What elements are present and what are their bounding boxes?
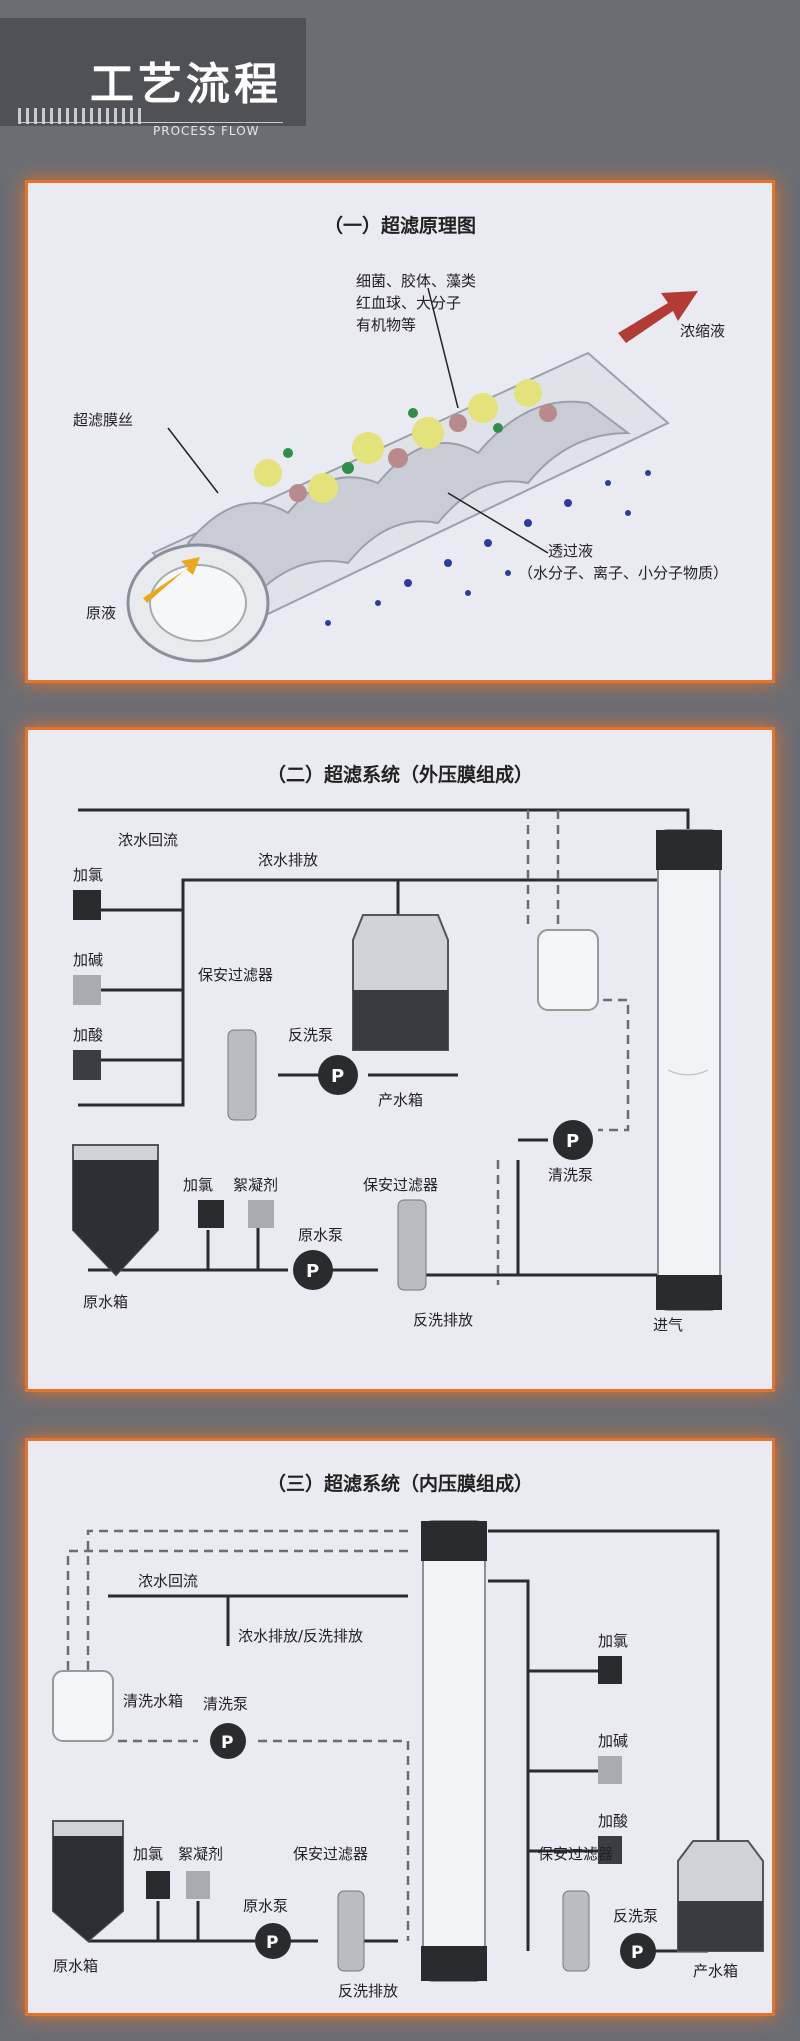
label-product-tank: 产水箱	[378, 1091, 423, 1109]
label-drain: 浓水排放/反洗排放	[238, 1627, 363, 1645]
svg-text:P: P	[331, 1066, 344, 1087]
label-product-tank-2: 产水箱	[693, 1962, 738, 1980]
label-bacteria-1: 细菌、胶体、藻类	[356, 272, 476, 290]
panel-internal-title: （三）超滤系统（内压膜组成）	[266, 1473, 533, 1495]
label-concentrate: 浓缩液	[680, 322, 725, 340]
label-air-in: 进气	[653, 1316, 683, 1334]
external-system-diagram: P P P 浓水回流 浓水排放 加氯 加碱 加酸 保安过滤器 反洗泵 产水箱 原…	[72, 808, 722, 1334]
label-concentrate-drain: 浓水排放	[258, 851, 318, 869]
label-backwash-pump-2: 反洗泵	[613, 1907, 658, 1925]
label-alkali-right: 加碱	[598, 1732, 628, 1750]
label-alkali: 加碱	[73, 951, 103, 969]
clean-water-tank	[52, 1670, 114, 1742]
label-clean-pump-2: 清洗泵	[203, 1695, 248, 1713]
label-security-filter-3: 保安过滤器	[293, 1845, 368, 1863]
label-permeate-2: （水分子、离子、小分子物质）	[518, 564, 728, 582]
label-acid: 加酸	[73, 1026, 103, 1044]
label-clean-pump: 清洗泵	[548, 1166, 593, 1184]
flocculant-box	[248, 1200, 274, 1228]
clean-pump	[553, 1120, 593, 1160]
label-acid-right: 加酸	[598, 1812, 628, 1830]
header-banner: 工艺流程 PROCESS FLOW	[0, 18, 306, 138]
membrane-column	[656, 829, 722, 1311]
label-concentrate-return-2: 浓水回流	[138, 1572, 198, 1590]
product-tank-2	[677, 1840, 764, 1952]
alkali-box-right	[598, 1756, 622, 1784]
label-bacteria-3: 有机物等	[356, 316, 416, 334]
header-divider	[18, 122, 283, 123]
acid-box	[73, 1050, 101, 1080]
label-chlorine: 加氯	[73, 866, 103, 884]
security-filter-2	[397, 1199, 427, 1291]
label-chlorine-right: 加氯	[598, 1632, 628, 1650]
label-bacteria-2: 红血球、大分子	[356, 294, 461, 312]
label-permeate-1: 透过液	[548, 542, 593, 560]
alkali-box	[73, 975, 101, 1005]
label-security-filter: 保安过滤器	[198, 966, 273, 984]
label-backwash-drain: 反洗排放	[413, 1311, 473, 1329]
security-filter-1	[227, 1029, 257, 1121]
panel-principle: （一）超滤原理图	[25, 180, 775, 683]
chlorine-box-right	[598, 1656, 622, 1684]
acid-box-right	[598, 1836, 622, 1864]
particles	[254, 379, 651, 626]
label-security-filter-2: 保安过滤器	[363, 1176, 438, 1194]
label-raw-tank-2: 原水箱	[53, 1957, 98, 1975]
label-backwash-pump: 反洗泵	[288, 1026, 333, 1044]
principle-diagram: 细菌、胶体、藻类 红血球、大分子 有机物等 浓缩液 超滤膜丝 原液 透过液 （水…	[73, 272, 728, 663]
panel-principle-title: （一）超滤原理图	[323, 215, 476, 237]
chlorine-dose-box	[198, 1200, 224, 1228]
label-chlorine-2: 加氯	[183, 1176, 213, 1194]
backwash-pump	[318, 1055, 358, 1095]
panel-external-system: （二）超滤系统（外压膜组成）	[25, 727, 775, 1392]
header-stripes	[18, 108, 146, 124]
page-subtitle: PROCESS FLOW	[153, 124, 260, 138]
label-membrane: 超滤膜丝	[73, 411, 133, 429]
svg-text:P: P	[266, 1933, 278, 1953]
backwash-pump-2	[620, 1933, 656, 1969]
svg-text:P: P	[631, 1943, 643, 1963]
security-filter-right	[562, 1890, 590, 1972]
label-flocculant: 絮凝剂	[233, 1176, 278, 1194]
membrane-column-2	[421, 1520, 487, 1982]
svg-text:P: P	[306, 1261, 319, 1282]
membrane-tube	[126, 351, 670, 663]
label-backwash-drain-2: 反洗排放	[338, 1982, 398, 2000]
inflow-arrow	[143, 557, 200, 603]
panel-external-title: （二）超滤系统（外压膜组成）	[266, 764, 533, 786]
label-security-filter-right: 保安过滤器	[538, 1845, 613, 1863]
product-tank	[352, 914, 449, 1051]
raw-pump-2	[255, 1923, 291, 1959]
chlorine-box-2	[146, 1871, 170, 1899]
flocculant-box-2	[186, 1871, 210, 1899]
label-clean-tank: 清洗水箱	[123, 1692, 183, 1710]
chlorine-box	[73, 890, 101, 920]
panel-internal-system: （三）超滤系统（内压膜组成）	[25, 1438, 775, 2016]
raw-tank	[72, 1144, 159, 1277]
label-raw-pump-2: 原水泵	[243, 1897, 288, 1915]
clean-pump-2	[210, 1723, 246, 1759]
clean-tank	[537, 929, 599, 1011]
label-chlorine-3: 加氯	[133, 1845, 163, 1863]
label-raw-tank: 原水箱	[83, 1293, 128, 1311]
concentrate-arrow	[618, 291, 698, 343]
label-concentrate-return: 浓水回流	[118, 831, 178, 849]
security-filter-left	[337, 1890, 365, 1972]
raw-pump	[293, 1250, 333, 1290]
raw-tank-2	[52, 1820, 124, 1943]
svg-text:P: P	[566, 1131, 579, 1152]
label-flocculant-2: 絮凝剂	[178, 1845, 223, 1863]
label-raw-pump: 原水泵	[298, 1226, 343, 1244]
label-raw: 原液	[86, 604, 116, 622]
page-title: 工艺流程	[90, 59, 282, 110]
internal-system-diagram: P P P 浓水回流 浓水排放/反洗排放 清洗水箱 清洗泵 原水箱 加氯 絮凝剂…	[52, 1520, 764, 2000]
svg-text:P: P	[221, 1733, 233, 1753]
